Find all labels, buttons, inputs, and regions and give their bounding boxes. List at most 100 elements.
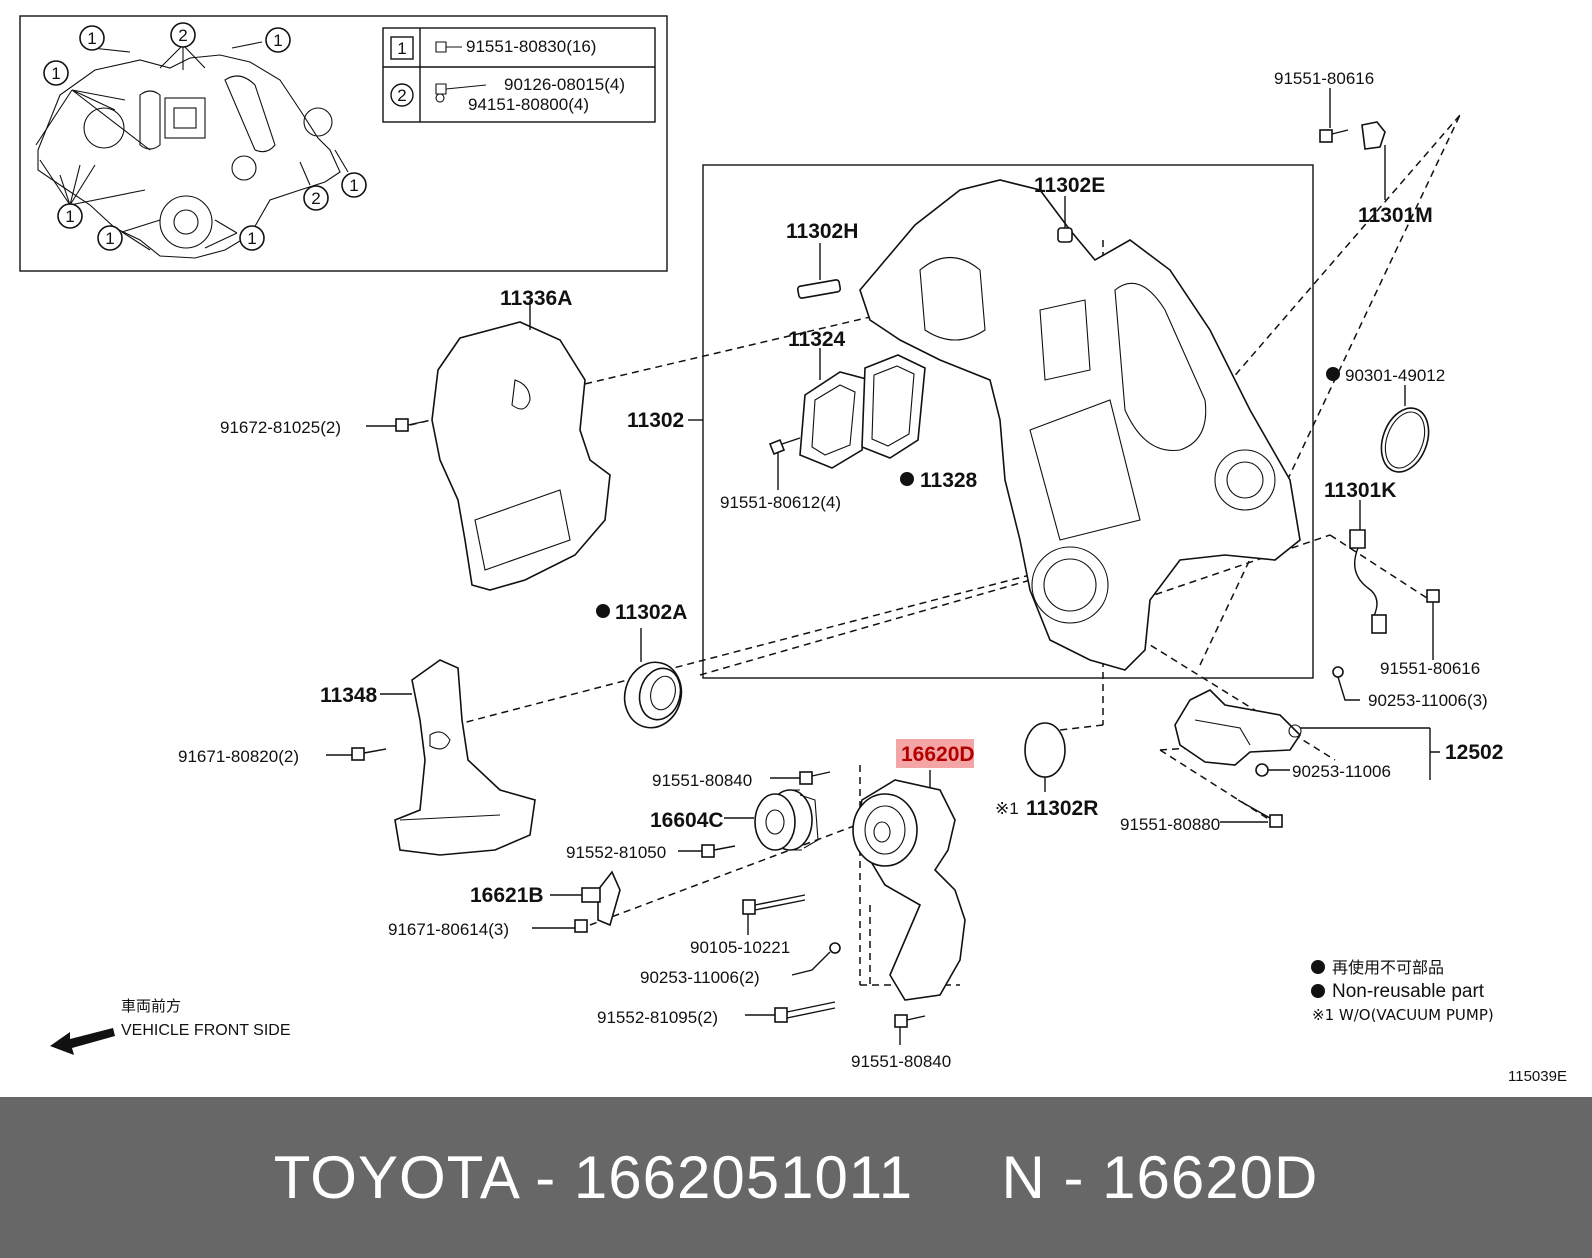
svg-text:2: 2 bbox=[397, 86, 406, 105]
gasket-11328 bbox=[861, 354, 926, 459]
plug-11302E bbox=[1057, 196, 1073, 243]
label-90105-10221: 90105-10221 bbox=[690, 938, 790, 957]
inset-callout: 1 bbox=[239, 225, 265, 251]
label-90253-11006: 90253-11006 bbox=[1292, 762, 1391, 781]
footer-bar: TOYOTA - 1662051011 N - 16620D bbox=[0, 1097, 1592, 1258]
label-11302E: 11302E bbox=[1034, 174, 1105, 197]
legend-part-94151-80800: 94151-80800(4) bbox=[468, 95, 589, 114]
label-90301-49012: 90301-49012 bbox=[1345, 366, 1445, 385]
inset-panel: 1 2 1 1 1 2 1 1 1 1 2 91551-80830(16) 90… bbox=[19, 15, 668, 272]
oring-90301-49012 bbox=[1380, 385, 1430, 473]
bolt-90105-10221 bbox=[742, 894, 806, 935]
svg-text:1: 1 bbox=[65, 207, 74, 226]
inset-callout: 1 bbox=[265, 27, 291, 53]
svg-text:1: 1 bbox=[105, 229, 114, 248]
inset-callout: 1 bbox=[79, 25, 105, 51]
note-vacuum-pump: ※1 W/O(VACUUM PUMP) bbox=[1312, 1006, 1494, 1024]
label-16621B: 16621B bbox=[470, 884, 544, 907]
inset-callout: 1 bbox=[57, 203, 83, 229]
bolt-91552-81050 bbox=[678, 844, 736, 858]
label-11336A: 11336A bbox=[500, 287, 572, 310]
timing-cover-11302 bbox=[859, 179, 1301, 671]
label-11302: 11302 bbox=[627, 409, 684, 432]
label-11328: 11328 bbox=[920, 469, 978, 492]
svg-text:1: 1 bbox=[51, 64, 60, 83]
note-non-reusable-en: Non-reusable part bbox=[1332, 981, 1485, 1002]
svg-text:1: 1 bbox=[397, 39, 406, 58]
label-91551-80612: 91551-80612(4) bbox=[720, 493, 841, 512]
legend-part-91551-80830: 91551-80830(16) bbox=[466, 37, 596, 56]
note-non-reusable-jp: 再使用不可部品 bbox=[1332, 958, 1444, 977]
cover-11336A bbox=[431, 300, 611, 591]
non-reusable-dot-icon bbox=[596, 604, 610, 618]
bolt-91551-80616-top bbox=[1319, 88, 1349, 143]
svg-text:1: 1 bbox=[247, 229, 256, 248]
svg-text:2: 2 bbox=[178, 26, 187, 45]
direction-jp: 車両前方 bbox=[121, 997, 181, 1015]
bolt-91672-81025 bbox=[366, 418, 423, 432]
label-91551-80840-top: 91551-80840 bbox=[652, 771, 752, 790]
inset-callout: 2 bbox=[303, 185, 329, 211]
inset-callout: 1 bbox=[43, 60, 69, 86]
bolt-91552-81095 bbox=[745, 1001, 836, 1023]
bolt-91551-80616-right bbox=[1426, 589, 1440, 660]
cover-11348 bbox=[380, 659, 536, 856]
svg-text:2: 2 bbox=[311, 189, 320, 208]
inset-callout: 1 bbox=[341, 172, 367, 198]
inset-callout: 1 bbox=[97, 225, 123, 251]
plate-11324 bbox=[799, 348, 871, 469]
label-11302R: 11302R bbox=[1026, 797, 1098, 820]
non-reusable-dot-icon bbox=[1326, 367, 1340, 381]
notes-block: 再使用不可部品 Non-reusable part ※1 W/O(VACUUM … bbox=[1311, 958, 1494, 1024]
bolt-91671-80820 bbox=[326, 747, 387, 761]
front-arrow-icon bbox=[50, 1028, 115, 1055]
label-91551-80840-bottom: 91551-80840 bbox=[851, 1052, 951, 1071]
assembly-frame bbox=[702, 164, 1314, 679]
non-reusable-dot-icon bbox=[900, 472, 914, 486]
bolt-91551-80840-top bbox=[770, 771, 831, 785]
plug-90253-11006-2 bbox=[791, 942, 841, 976]
direction-en: VEHICLE FRONT SIDE bbox=[121, 1022, 291, 1039]
label-91552-81095: 91552-81095(2) bbox=[597, 1008, 718, 1027]
footer-title: TOYOTA - 1662051011 N - 16620D bbox=[273, 1144, 1319, 1211]
svg-text:1: 1 bbox=[273, 31, 282, 50]
bolt-91551-80840-bottom bbox=[894, 1014, 926, 1045]
plug-90253-11006 bbox=[1255, 763, 1290, 777]
label-16604C: 16604C bbox=[650, 809, 724, 832]
bolt-91551-80880 bbox=[1220, 799, 1283, 828]
stud-11302H bbox=[796, 243, 842, 299]
svg-text:1: 1 bbox=[87, 29, 96, 48]
label-16620D: 16620D bbox=[901, 743, 975, 766]
non-reusable-dot-icon bbox=[1311, 984, 1325, 998]
oil-seal-11302A bbox=[623, 628, 683, 729]
svg-text:1: 1 bbox=[349, 176, 358, 195]
parts-diagram: 1 2 1 1 1 2 1 1 1 1 2 91551-80830(16) 90… bbox=[19, 15, 1567, 1085]
label-91551-80616-right: 91551-80616 bbox=[1380, 659, 1480, 678]
label-12502: 12502 bbox=[1445, 741, 1503, 764]
highlight-box bbox=[896, 739, 974, 768]
label-11302A: 11302A bbox=[615, 601, 687, 624]
label-11348: 11348 bbox=[320, 684, 378, 707]
sensor-11301M bbox=[1361, 121, 1386, 200]
label-91551-80616-top: 91551-80616 bbox=[1274, 69, 1374, 88]
bracket-16621B bbox=[550, 870, 621, 927]
non-reusable-dot-icon bbox=[1311, 960, 1325, 974]
sensor-11301K bbox=[1349, 500, 1387, 634]
label-91671-80614: 91671-80614(3) bbox=[388, 920, 509, 939]
label-90253-11006-2: 90253-11006(2) bbox=[640, 968, 760, 987]
diagram-id: 115039E bbox=[1508, 1068, 1567, 1085]
label-90253-11006-3: 90253-11006(3) bbox=[1368, 691, 1488, 710]
label-91672-81025: 91672-81025(2) bbox=[220, 418, 341, 437]
label-91671-80820: 91671-80820(2) bbox=[178, 747, 299, 766]
label-11302R-prefix: ※1 bbox=[995, 799, 1019, 818]
label-91551-80880: 91551-80880 bbox=[1120, 815, 1220, 834]
inset-callout: 2 bbox=[170, 22, 196, 48]
bolt-91671-80614 bbox=[532, 919, 588, 933]
bracket-12502 bbox=[1174, 689, 1440, 780]
inset-legend: 1 2 91551-80830(16) 90126-08015(4) 94151… bbox=[382, 27, 656, 123]
cover-plug-11302R bbox=[1024, 722, 1066, 792]
label-11324: 11324 bbox=[788, 328, 846, 351]
label-11301M: 11301M bbox=[1358, 204, 1433, 227]
vehicle-front-indicator: 車両前方 VEHICLE FRONT SIDE bbox=[50, 997, 291, 1055]
label-11301K: 11301K bbox=[1324, 479, 1396, 502]
